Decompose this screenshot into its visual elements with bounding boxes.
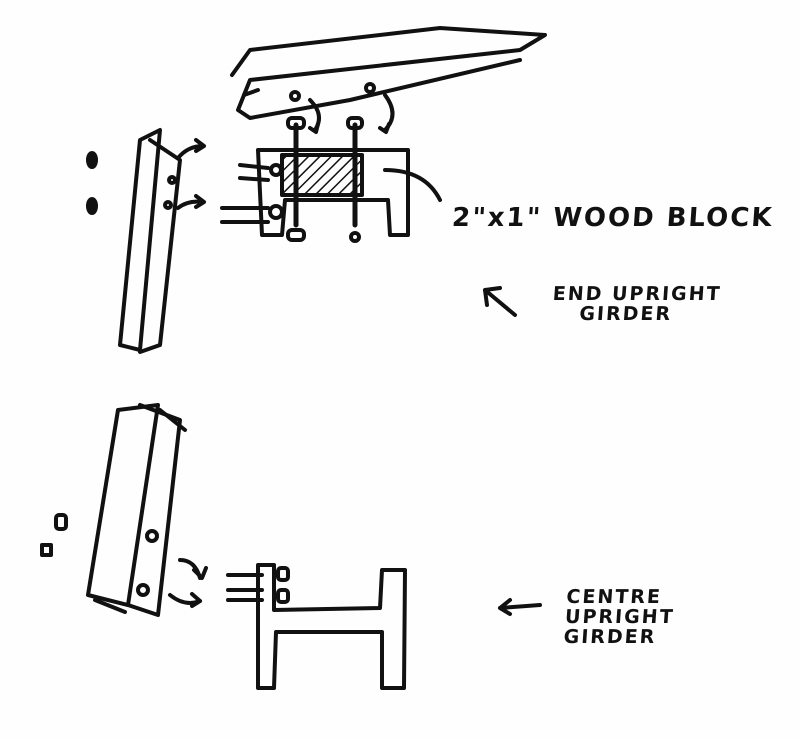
centre-upright-line-1: CENTRE: [565, 586, 663, 608]
centre-upright-line-3: GIRDER: [562, 625, 658, 648]
centre-i-beam: [226, 563, 407, 690]
end-girder-arrow: [483, 286, 517, 317]
end-upright-line-2: GIRDER: [578, 302, 673, 325]
top-beam: [230, 26, 547, 134]
centre-girder-arrow: [498, 598, 542, 616]
wood-block-label: 2"x1" WOOD BLOCK: [450, 203, 775, 233]
centre-upright-girder-label: CENTRE UPRIGHT GIRDER: [562, 586, 677, 648]
end-upright-girder-side: [86, 128, 206, 354]
end-upright-girder-label: END UPRIGHT GIRDER: [551, 283, 723, 325]
centre-upright-line-2: UPRIGHT: [564, 605, 676, 628]
end-bracket-with-wood-block: [220, 116, 442, 243]
end-upright-line-1: END UPRIGHT: [551, 283, 723, 305]
centre-upright-girder-side: [40, 403, 208, 617]
